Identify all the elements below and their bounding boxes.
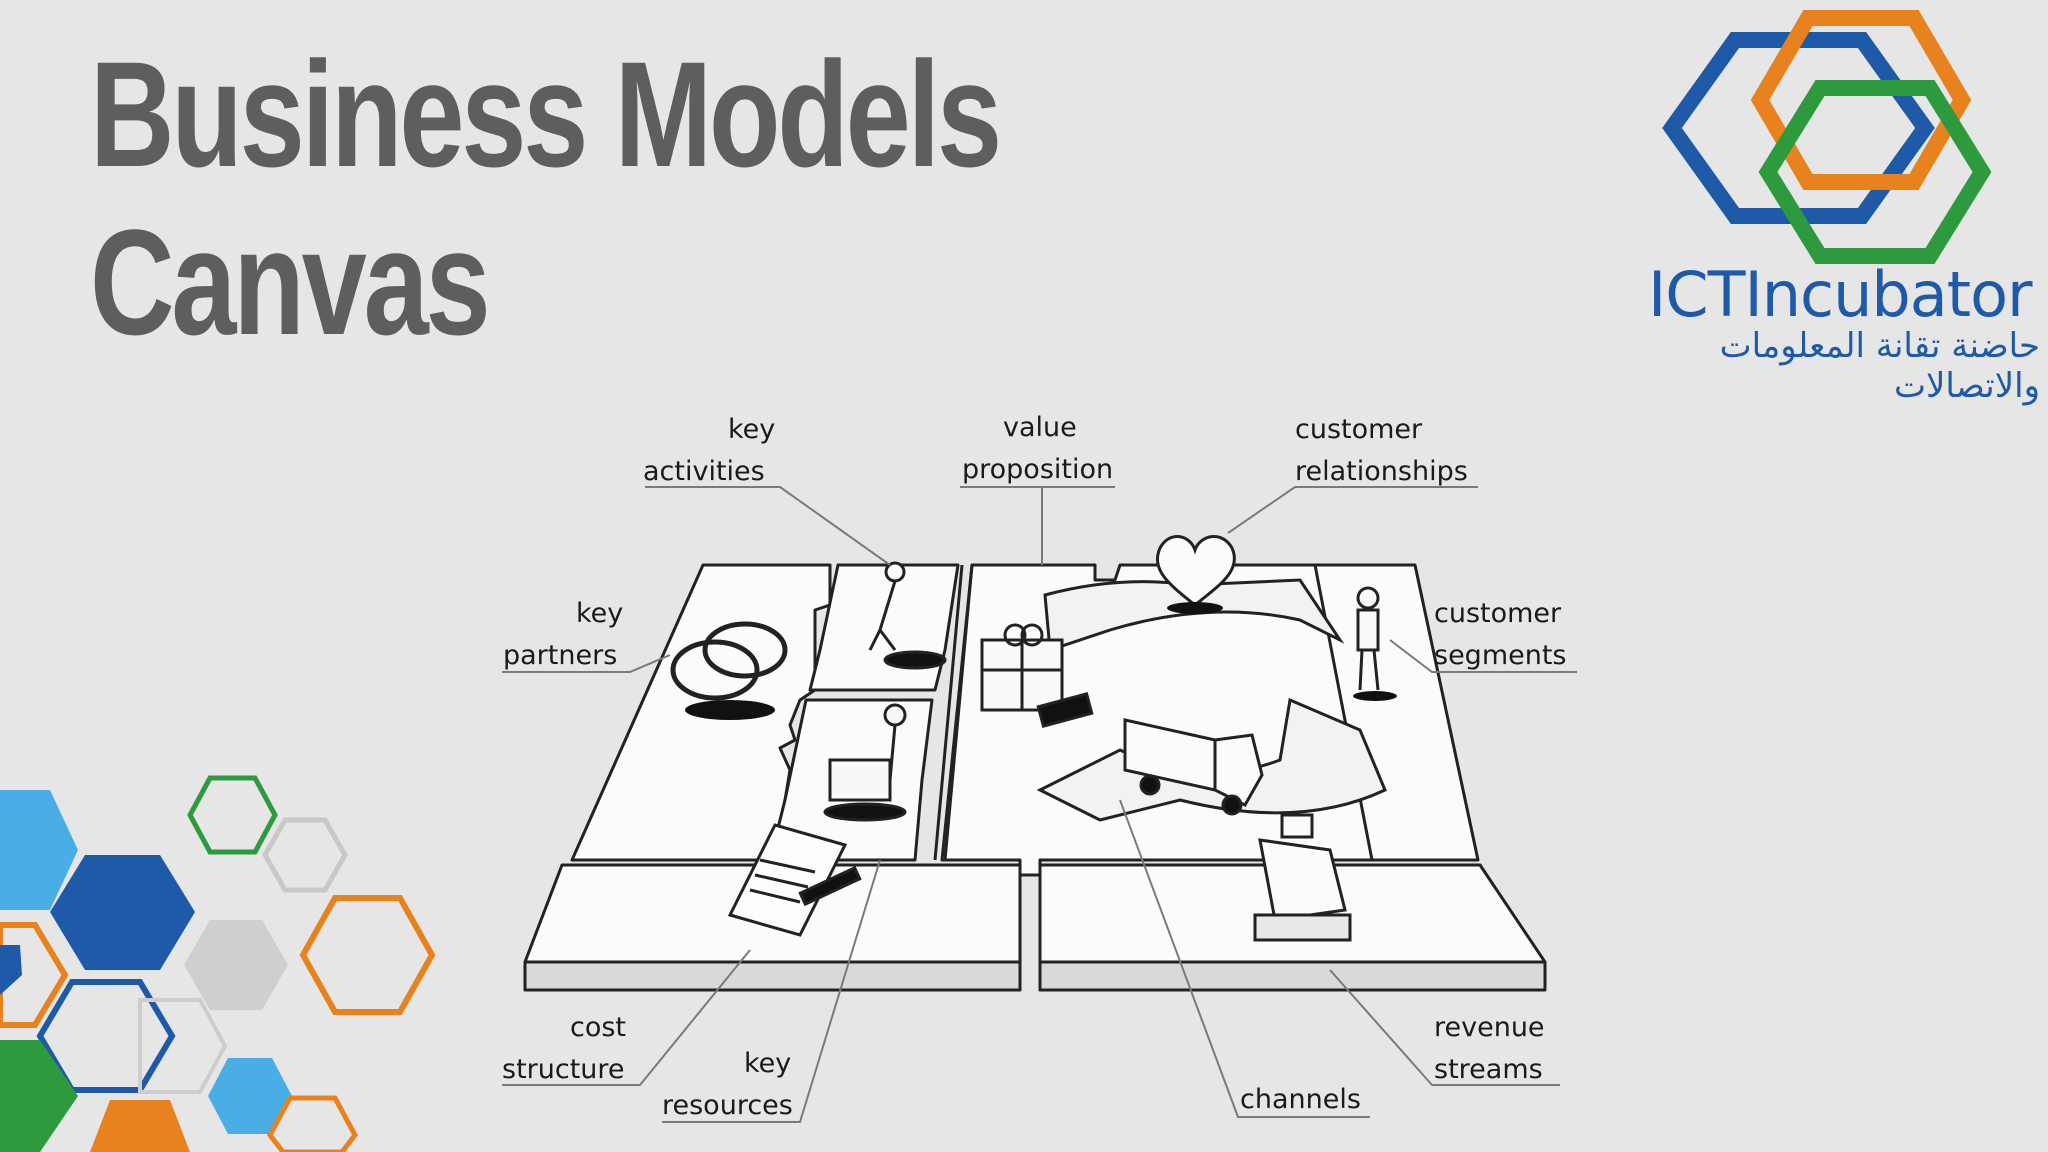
title-line-2: Canvas [90,198,491,366]
block-key-activities [808,563,960,692]
page-title: Business Models Canvas [90,30,1002,366]
label-customer-segments-2: segments [1434,640,1567,671]
label-channels: channels [1240,1084,1361,1115]
hex-grey-fill [184,920,288,1010]
hex-orange-outline-2 [267,1095,358,1152]
hex-grey-outline-1 [262,817,348,893]
hex-green-outline [187,775,278,855]
hex-orange-fill [90,1100,190,1152]
label-cost-structure-1: cost [570,1012,626,1043]
leader-customer-segments [1389,639,1577,673]
label-key-partners-1: key [576,598,623,629]
leader-revenue-streams [1329,969,1560,1086]
leader-customer-relationships [1227,486,1478,534]
key-resources-forklift-icon [823,703,907,822]
key-partners-rings-icon [670,621,788,720]
value-proposition-gift-icon [980,623,1094,728]
leader-channels [1119,799,1370,1118]
label-customer-relationships-2: relationships [1295,456,1468,487]
logo-green-hexagon [1758,80,1992,264]
hex-dark-blue-small [0,945,22,995]
label-key-resources-2: resources [662,1090,793,1121]
label-revenue-streams-2: streams [1434,1054,1543,1085]
board-front-edge-left [523,960,1022,992]
logo-name-ar: حاضنة تقانة المعلومات والاتصالات [1719,326,2040,406]
relationship-arrow-loop [1043,578,1345,653]
leader-value-proposition [960,486,1115,565]
label-revenue-streams-1: revenue [1434,1012,1545,1043]
label-key-activities-2: activities [643,456,765,487]
logo-orange-hexagon [1750,9,1972,190]
leader-cost-structure [502,949,751,1086]
leader-key-activities [645,486,891,566]
label-key-activities-1: key [728,414,775,445]
label-customer-segments-1: customer [1434,598,1562,629]
label-customer-relationships-1: customer [1295,414,1423,445]
hex-light-blue-1 [0,790,78,910]
divider-value-left [933,564,964,861]
hex-orange-outline [299,895,436,1015]
board-front-edge-right [1038,960,1547,992]
hex-dark-blue [50,855,195,970]
label-key-resources-1: key [744,1048,791,1079]
hex-light-blue-2 [208,1058,292,1134]
customer-segments-person-icon [1353,586,1397,701]
label-cost-structure-2: structure [502,1054,625,1085]
key-activities-worker-icon [868,561,947,670]
leader-key-partners [502,654,671,673]
customer-relationships-heart-icon [1155,535,1236,614]
label-value-proposition-2: proposition [962,454,1113,485]
logo-name-en: ICTIncubator [1648,258,2032,331]
title-line-1: Business Models [90,30,1002,198]
label-value-proposition-1: value [1003,412,1077,443]
hex-orange-outline-small [0,922,69,1028]
decorative-hexagons [0,775,436,1152]
revenue-streams-cash-register-icon [1253,813,1352,942]
logo-blue-hexagon [1662,32,1935,224]
divider-value-right [943,564,974,861]
leader-key-resources [662,859,881,1123]
channels-truck-icon [1123,718,1264,816]
hex-green-fill [0,1040,78,1152]
cost-structure-receipt-icon [727,823,862,937]
hex-grey-outline-2 [138,998,228,1094]
label-key-partners-2: partners [503,640,617,671]
ict-incubator-logo [1662,9,1992,264]
